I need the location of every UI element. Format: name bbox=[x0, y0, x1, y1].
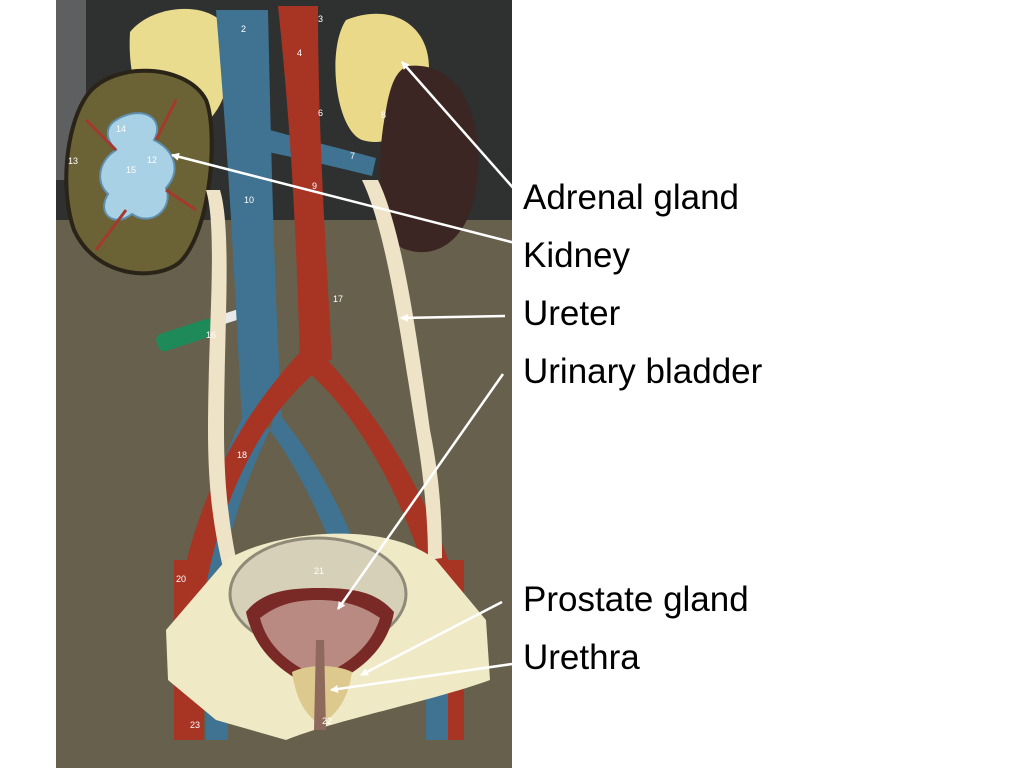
bladder-mucosa bbox=[260, 600, 380, 676]
anatomical-model-photo bbox=[56, 0, 512, 768]
label-kidney: Kidney bbox=[523, 236, 631, 275]
label-urinary-bladder: Urinary bladder bbox=[523, 352, 763, 391]
green-marker bbox=[156, 318, 216, 352]
label-adrenal-gland: Adrenal gland bbox=[523, 178, 739, 217]
label-prostate-gland: Prostate gland bbox=[523, 580, 749, 619]
label-urethra: Urethra bbox=[523, 638, 640, 677]
urethra bbox=[314, 640, 326, 730]
left-iliac-vein bbox=[196, 410, 270, 600]
kidney-vessels bbox=[84, 99, 197, 251]
left-ureter bbox=[206, 190, 240, 580]
label-ureter: Ureter bbox=[523, 294, 621, 333]
